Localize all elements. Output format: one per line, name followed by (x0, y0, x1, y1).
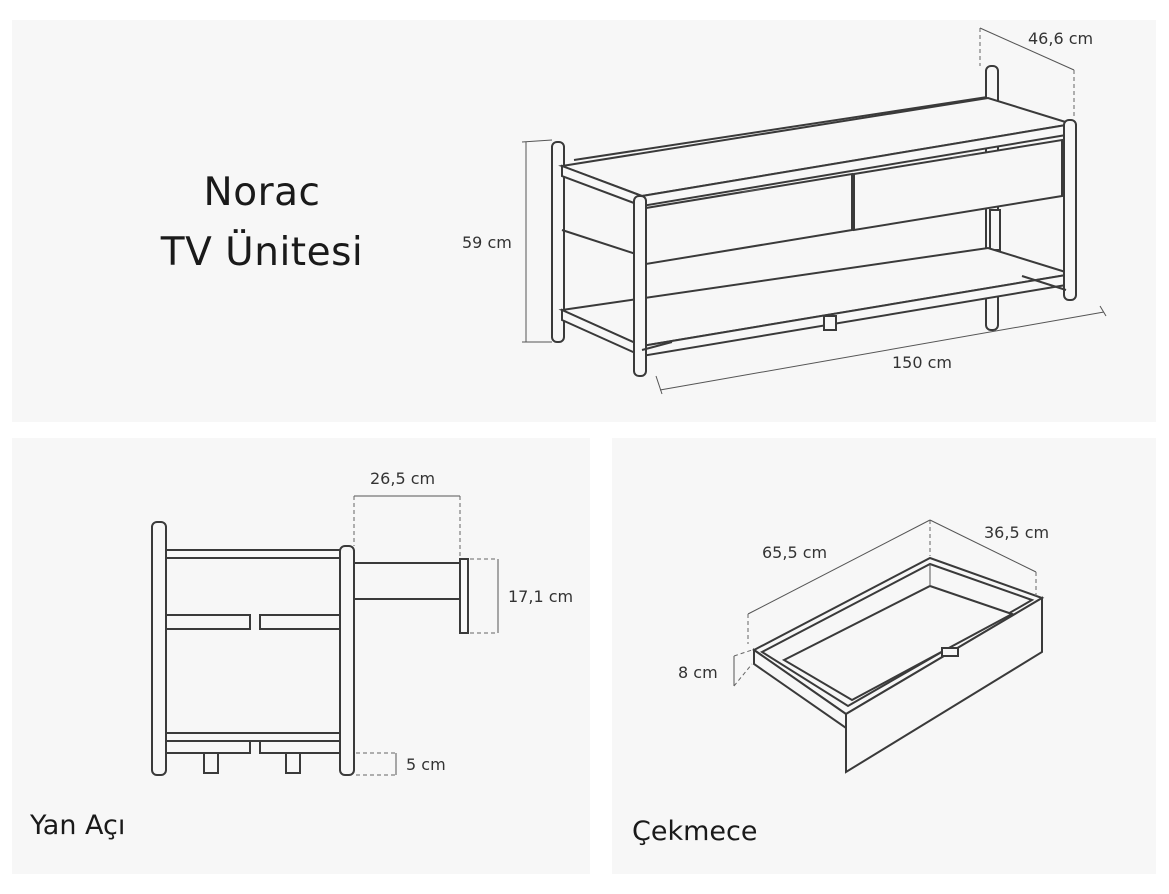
side-view-panel: 26,5 cm 17,1 cm 5 cm Yan Açı (12, 438, 590, 874)
leg-height-label: 5 cm (406, 755, 446, 774)
width-dim-tick-left (655, 375, 663, 395)
drawer-front-right (853, 138, 1063, 232)
drawer-view-panel: 65,5 cm 36,5 cm 8 cm Çekmece (612, 438, 1156, 874)
side-runner-upper-right (259, 614, 341, 630)
product-title-line2: TV Ünitesi (160, 230, 364, 275)
middle-leg (823, 315, 837, 331)
side-top-shelf (165, 549, 341, 559)
drawer-view-caption: Çekmece (632, 816, 758, 847)
drawer-depth-dimension-line (929, 519, 1037, 573)
width-dim-tick-right (1099, 305, 1107, 317)
drawer-height-ext-top (733, 649, 753, 657)
drawer-handle (941, 647, 959, 657)
side-drawer-extended (353, 562, 461, 600)
drawer-handle-right (951, 154, 973, 159)
front-right-post (1063, 119, 1077, 301)
drawer-handle-left (741, 188, 763, 193)
back-top-rail (573, 95, 995, 161)
side-view-caption: Yan Açı (30, 810, 126, 841)
side-right-post (339, 545, 355, 776)
drawer-front-height-label: 17,1 cm (508, 587, 573, 606)
drawer-height-label: 8 cm (678, 663, 718, 682)
main-view-panel: Norac TV Ünitesi (12, 20, 1156, 422)
product-title-line1: Norac (203, 170, 321, 215)
side-runner-lower-right (259, 740, 341, 754)
width-dimension-line (659, 311, 1105, 391)
drawer-depth-label: 26,5 cm (370, 469, 435, 488)
drawer-height-ext-bottom (733, 663, 753, 687)
drawer-length-label: 65,5 cm (762, 543, 827, 562)
width-dimension-label: 150 cm (892, 353, 952, 372)
drawer-isometric-drawing: 65,5 cm 36,5 cm 8 cm (678, 519, 1049, 774)
rear-left-post (551, 141, 565, 343)
drawer-depth-label: 36,5 cm (984, 523, 1049, 542)
side-runner-upper-left (165, 614, 251, 630)
height-dimension-label: 59 cm (462, 233, 512, 252)
left-bottom-brace (641, 341, 673, 351)
drawer-inner-floor (781, 584, 1015, 702)
side-runner-lower-left (165, 740, 251, 754)
drawer-length-dimension-line (747, 519, 931, 615)
left-side-brace (561, 229, 643, 257)
side-leg-left (203, 752, 219, 774)
right-inner-post (989, 209, 1001, 251)
side-bottom-shelf (165, 732, 341, 742)
front-left-post (633, 195, 647, 377)
side-drawer-front (459, 558, 469, 634)
right-bottom-brace (1021, 275, 1067, 291)
tv-unit-isometric-drawing: 59 cm 150 cm 46,6 cm (462, 27, 1107, 395)
depth-dimension-label: 46,6 cm (1028, 29, 1093, 48)
side-left-post (151, 521, 167, 776)
height-dim-tick-top (521, 139, 553, 143)
side-leg-right (285, 752, 301, 774)
depth-dimension-line (979, 27, 1075, 71)
drawer-front-panel (845, 596, 1043, 774)
side-view-drawing: 26,5 cm 17,1 cm 5 cm (151, 469, 573, 776)
